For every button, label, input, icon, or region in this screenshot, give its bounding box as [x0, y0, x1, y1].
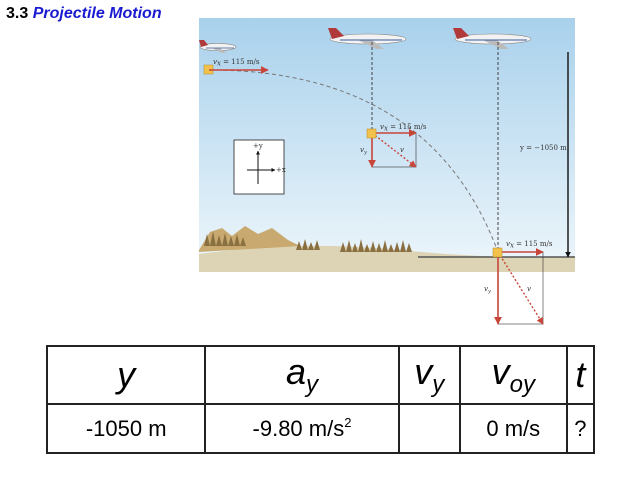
header-ay: ay — [204, 345, 400, 405]
airplane-middle — [328, 28, 407, 49]
variables-table: y ay vy voy t -1050 m -9.80 m/s2 0 m/s ? — [45, 345, 596, 454]
value-voy: 0 m/s — [458, 403, 568, 454]
projectile-middle — [366, 128, 377, 139]
slide-title-text: Projectile Motion — [32, 5, 162, 22]
vx-label-start: vx = 115 m/s — [213, 58, 260, 68]
vy-label-end: vy — [484, 285, 491, 295]
vx-label-end: vx = 115 m/s — [506, 240, 553, 250]
trees-right — [340, 239, 412, 252]
value-y: -1050 m — [45, 403, 207, 454]
ground — [199, 245, 575, 272]
projectile-end — [492, 247, 503, 258]
value-t: ? — [565, 403, 596, 454]
table-header-row: y ay vy voy t — [45, 345, 596, 405]
airplane-end — [453, 28, 532, 49]
value-vy — [397, 403, 461, 454]
table-values-row: -1050 m -9.80 m/s2 0 m/s ? — [45, 403, 596, 454]
slide-number: 3.3 — [6, 5, 29, 22]
header-voy: voy — [458, 345, 568, 405]
axis-plus-y-label: +y — [253, 142, 263, 150]
projectile-diagram: y = −1050 m vx = 115 m/s vx = 115 m/s vy… — [199, 18, 575, 325]
trees-mid — [296, 239, 320, 250]
v-label-middle: v — [400, 146, 404, 154]
vy-label-middle: vy — [360, 146, 367, 156]
trees-left — [204, 231, 246, 246]
value-ay: -9.80 m/s2 — [204, 403, 400, 454]
axis-plus-x-label: +x — [276, 166, 286, 174]
airplane-start — [199, 40, 237, 53]
slide-title: 3.3 Projectile Motion — [6, 5, 162, 23]
header-y: y — [45, 345, 207, 405]
vx-label-middle: vx = 115 m/s — [380, 123, 427, 133]
header-vy: vy — [397, 345, 461, 405]
v-label-end: v — [527, 285, 531, 293]
axes-inset: +y +x — [233, 139, 286, 195]
v-arrow-middle — [371, 132, 417, 168]
header-t: t — [565, 345, 596, 405]
height-label: y = −1050 m — [519, 144, 567, 152]
